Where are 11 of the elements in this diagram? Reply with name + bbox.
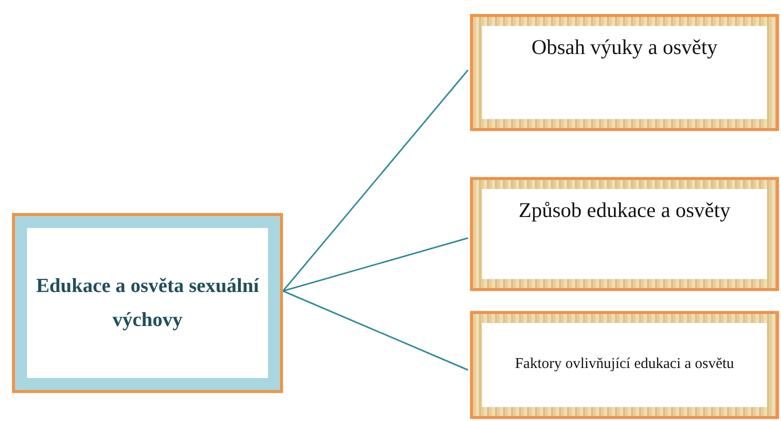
subtopic-text: Obsah výuky a osvěty bbox=[531, 34, 718, 61]
subtopic-text: Faktory ovlivňující edukaci a osvětu bbox=[514, 355, 734, 374]
connector-line bbox=[282, 237, 468, 292]
subtopic-box bbox=[470, 311, 779, 419]
subtopic-box bbox=[470, 177, 779, 291]
topic-box bbox=[12, 213, 283, 393]
connector-line bbox=[282, 290, 468, 371]
connector-line bbox=[282, 70, 469, 292]
topic-text: Edukace a osvěta sexuální výchovy bbox=[35, 274, 260, 333]
subtopic-text: Způsob edukace a osvěty bbox=[518, 197, 730, 224]
subtopic-box bbox=[470, 14, 779, 131]
